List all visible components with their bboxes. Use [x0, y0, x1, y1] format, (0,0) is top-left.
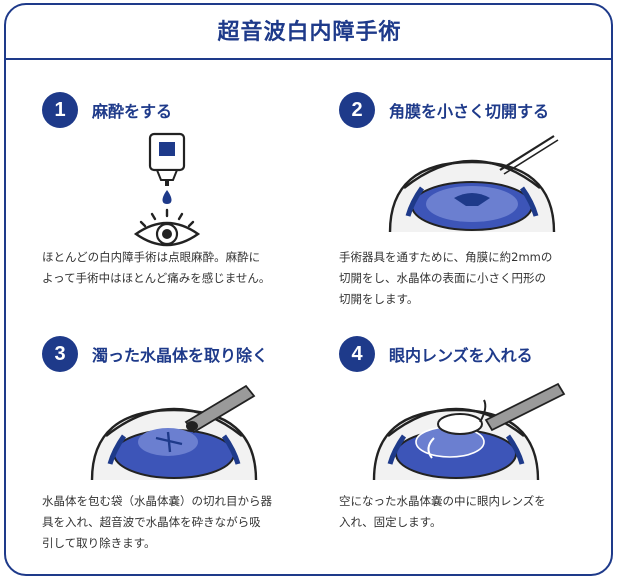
desc-line: よって手術中はほとんど痛みを感じません。	[42, 271, 271, 285]
step-number: 3	[42, 336, 78, 372]
desc-line: 水晶体を包む袋（水晶体嚢）の切れ目から器	[42, 494, 272, 508]
desc-line: ほとんどの白内障手術は点眼麻酔。麻酔に	[42, 250, 261, 264]
step-3-description: 水晶体を包む袋（水晶体嚢）の切れ目から器 具を入れ、超音波で水晶体を砕きながら吸…	[42, 491, 272, 554]
desc-line: 具を入れ、超音波で水晶体を砕きながら吸	[42, 515, 261, 529]
step-number: 1	[42, 92, 78, 128]
desc-line: 引して取り除きます。	[42, 536, 156, 550]
desc-line: 入れ、固定します。	[339, 515, 442, 529]
page-title: 超音波白内障手術	[217, 20, 402, 45]
desc-line: 空になった水晶体嚢の中に眼内レンズを	[339, 494, 546, 508]
step-4: 4 眼内レンズを入れる	[339, 336, 609, 372]
card-frame	[4, 3, 613, 576]
step-number: 4	[339, 336, 375, 372]
step-3: 3 濁った水晶体を取り除く	[42, 336, 312, 372]
eye-drop-icon	[133, 132, 201, 247]
step-title: 角膜を小さく切開する	[389, 102, 550, 121]
intraocular-lens-icon	[372, 382, 566, 481]
desc-line: 切開をし、水晶体の表面に小さく円形の	[339, 271, 546, 285]
step-title: 濁った水晶体を取り除く	[92, 346, 269, 365]
step-1: 1 麻酔をする	[42, 92, 312, 128]
step-2-description: 手術器具を通すために、角膜に約2mmの 切開をし、水晶体の表面に小さく円形の 切…	[339, 247, 552, 310]
step-2: 2 角膜を小さく切開する	[339, 92, 609, 128]
ultrasound-probe-icon	[90, 384, 258, 481]
step-1-description: ほとんどの白内障手術は点眼麻酔。麻酔に よって手術中はほとんど痛みを感じません。	[42, 247, 270, 289]
desc-line: 手術器具を通すために、角膜に約2mmの	[339, 250, 553, 264]
step-title: 眼内レンズを入れる	[389, 346, 533, 365]
step-number: 2	[339, 92, 375, 128]
step-4-description: 空になった水晶体嚢の中に眼内レンズを 入れ、固定します。	[339, 491, 546, 533]
step-title: 麻酔をする	[92, 102, 173, 121]
title-divider	[4, 58, 613, 60]
desc-line: 切開をします。	[339, 292, 419, 306]
incision-icon	[388, 135, 559, 233]
